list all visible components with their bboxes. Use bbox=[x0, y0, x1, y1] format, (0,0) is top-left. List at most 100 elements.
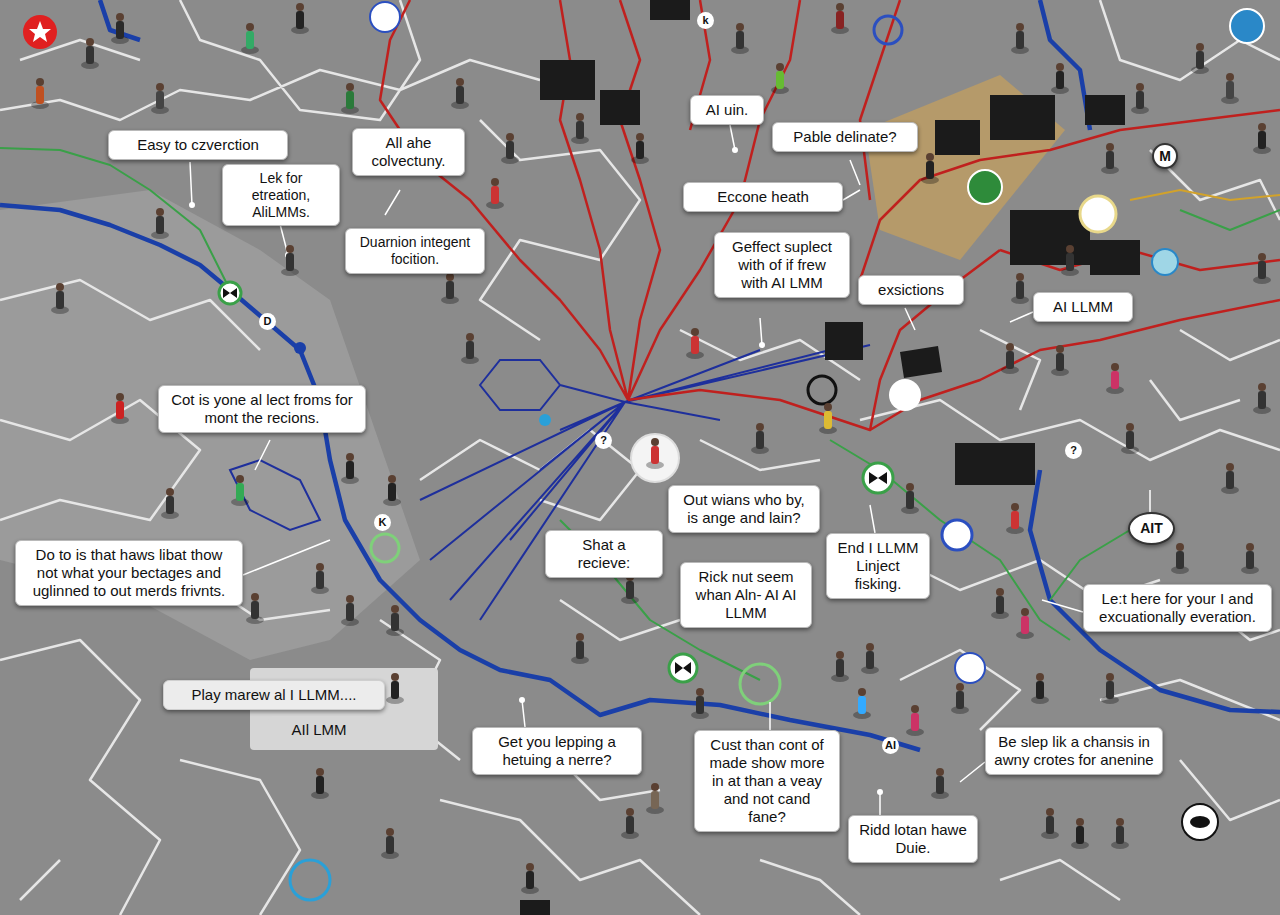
person-figure bbox=[241, 23, 259, 54]
person-figure bbox=[1011, 23, 1029, 54]
map-marker-label: AI bbox=[882, 737, 899, 754]
bubble-text: Duarnion integent focition. bbox=[354, 234, 476, 268]
black-blocks bbox=[520, 0, 1140, 915]
person-figure bbox=[51, 283, 69, 314]
person-figure bbox=[631, 133, 649, 164]
speech-bubble: Pable delinate? bbox=[772, 122, 918, 152]
icon-blob bbox=[1190, 816, 1210, 828]
person-figure bbox=[1011, 273, 1029, 304]
person-figure bbox=[246, 593, 264, 624]
person-figure bbox=[991, 588, 1009, 619]
person-figure bbox=[151, 208, 169, 239]
bubble-text: Lek for etreation, AliLMMs. bbox=[231, 170, 331, 220]
person-figure bbox=[931, 768, 949, 799]
bubble-text: Rick nut seem whan Aln- AI AI LLMM bbox=[689, 568, 803, 622]
person-figure bbox=[1051, 345, 1069, 376]
speech-bubble: Play marew al I LLMM.... bbox=[163, 680, 385, 710]
circle-badge: M bbox=[1152, 143, 1178, 169]
person-figure bbox=[1051, 63, 1069, 94]
white-icon bbox=[889, 379, 921, 411]
bubble-text: Do to is that haws libat thow not what y… bbox=[24, 546, 234, 600]
person-figure bbox=[451, 78, 469, 109]
bubble-text: exsictions bbox=[867, 281, 955, 299]
green-routes bbox=[0, 148, 1280, 680]
star-shape bbox=[29, 21, 51, 42]
person-figure bbox=[231, 475, 249, 506]
bowtie-icons bbox=[223, 288, 887, 674]
person-figure bbox=[1191, 43, 1209, 74]
speech-bubble: Cot is yone al lect froms for mont the r… bbox=[158, 385, 366, 433]
speech-bubble: Cust than cont of made show more in at t… bbox=[694, 730, 840, 832]
bubble-text: Out wians who by, is ange and lain? bbox=[677, 491, 811, 527]
red-routes bbox=[380, 0, 1280, 430]
green-ring bbox=[371, 534, 399, 562]
person-figure bbox=[621, 808, 639, 839]
person-figure bbox=[1253, 123, 1271, 154]
bubble-text: Cot is yone al lect froms for mont the r… bbox=[167, 391, 357, 427]
blue-dot bbox=[294, 342, 306, 354]
white-icon bbox=[942, 520, 972, 550]
leader-lines bbox=[190, 125, 1150, 815]
speech-bubble: End I LLMM Linject fisking. bbox=[826, 533, 930, 599]
person-figure bbox=[771, 63, 789, 94]
person-figure bbox=[751, 423, 769, 454]
speech-bubble: Rick nut seem whan Aln- AI AI LLMM bbox=[680, 562, 812, 628]
person-figure bbox=[81, 38, 99, 69]
map-marker-label: k bbox=[697, 12, 714, 29]
yellow-route bbox=[1130, 190, 1280, 200]
bubble-text: Geffect suplect with of if frew with AI … bbox=[723, 238, 841, 292]
teal-icon bbox=[1152, 249, 1178, 275]
person-figure bbox=[1131, 83, 1149, 114]
bubble-text: AI uin. bbox=[699, 101, 755, 119]
bubble-text: Cust than cont of made show more in at t… bbox=[703, 736, 831, 826]
person-figure bbox=[161, 488, 179, 519]
bubble-text: Ridd lotan hawe Duie. bbox=[857, 821, 969, 857]
person-figure bbox=[1253, 383, 1271, 414]
bubble-text: Pable delinate? bbox=[781, 128, 909, 146]
people-figures bbox=[31, 3, 1271, 894]
person-figure bbox=[311, 768, 329, 799]
person-figure bbox=[571, 633, 589, 664]
person-figure bbox=[1006, 503, 1024, 534]
speech-bubble: All ahe colvectuny. bbox=[352, 128, 465, 176]
speech-bubble: Le:t here for your I and excuationally e… bbox=[1083, 584, 1272, 632]
speech-bubble: Ridd lotan hawe Duie. bbox=[848, 815, 978, 863]
person-figure bbox=[686, 328, 704, 359]
person-figure bbox=[151, 83, 169, 114]
white-icon bbox=[1080, 196, 1116, 232]
person-figure bbox=[386, 605, 404, 636]
person-figure bbox=[521, 863, 539, 894]
person-figure bbox=[921, 153, 939, 184]
person-figure bbox=[461, 333, 479, 364]
black-ring bbox=[808, 376, 836, 404]
person-figure bbox=[386, 673, 404, 704]
person-figure bbox=[906, 705, 924, 736]
bubble-text: AIT bbox=[1140, 520, 1163, 537]
map-marker-label: K bbox=[374, 514, 391, 531]
white-icon bbox=[370, 2, 400, 32]
person-figure bbox=[441, 273, 459, 304]
speech-bubble: AI LLMM bbox=[1033, 292, 1133, 322]
person-figure bbox=[1253, 253, 1271, 284]
person-figure bbox=[383, 475, 401, 506]
bubble-text: Be slep lik a chansis in awny crotes for… bbox=[994, 733, 1154, 769]
person-figure bbox=[831, 651, 849, 682]
bubble-text: Shat a recieve: bbox=[554, 536, 654, 572]
person-figure bbox=[501, 133, 519, 164]
person-figure bbox=[1101, 673, 1119, 704]
person-figure bbox=[646, 438, 664, 469]
person-figure bbox=[486, 178, 504, 209]
person-figure bbox=[861, 643, 879, 674]
person-figure bbox=[311, 563, 329, 594]
green-badge bbox=[968, 170, 1002, 204]
bubble-text: All ahe colvectuny. bbox=[361, 134, 456, 170]
bubble-text: Get you lepping a hetuing a nerre? bbox=[481, 733, 633, 769]
person-figure bbox=[853, 688, 871, 719]
person-figure bbox=[1071, 818, 1089, 849]
person-figure bbox=[1031, 673, 1049, 704]
white-icon bbox=[631, 434, 679, 482]
person-figure bbox=[901, 483, 919, 514]
white-icon bbox=[955, 653, 985, 683]
